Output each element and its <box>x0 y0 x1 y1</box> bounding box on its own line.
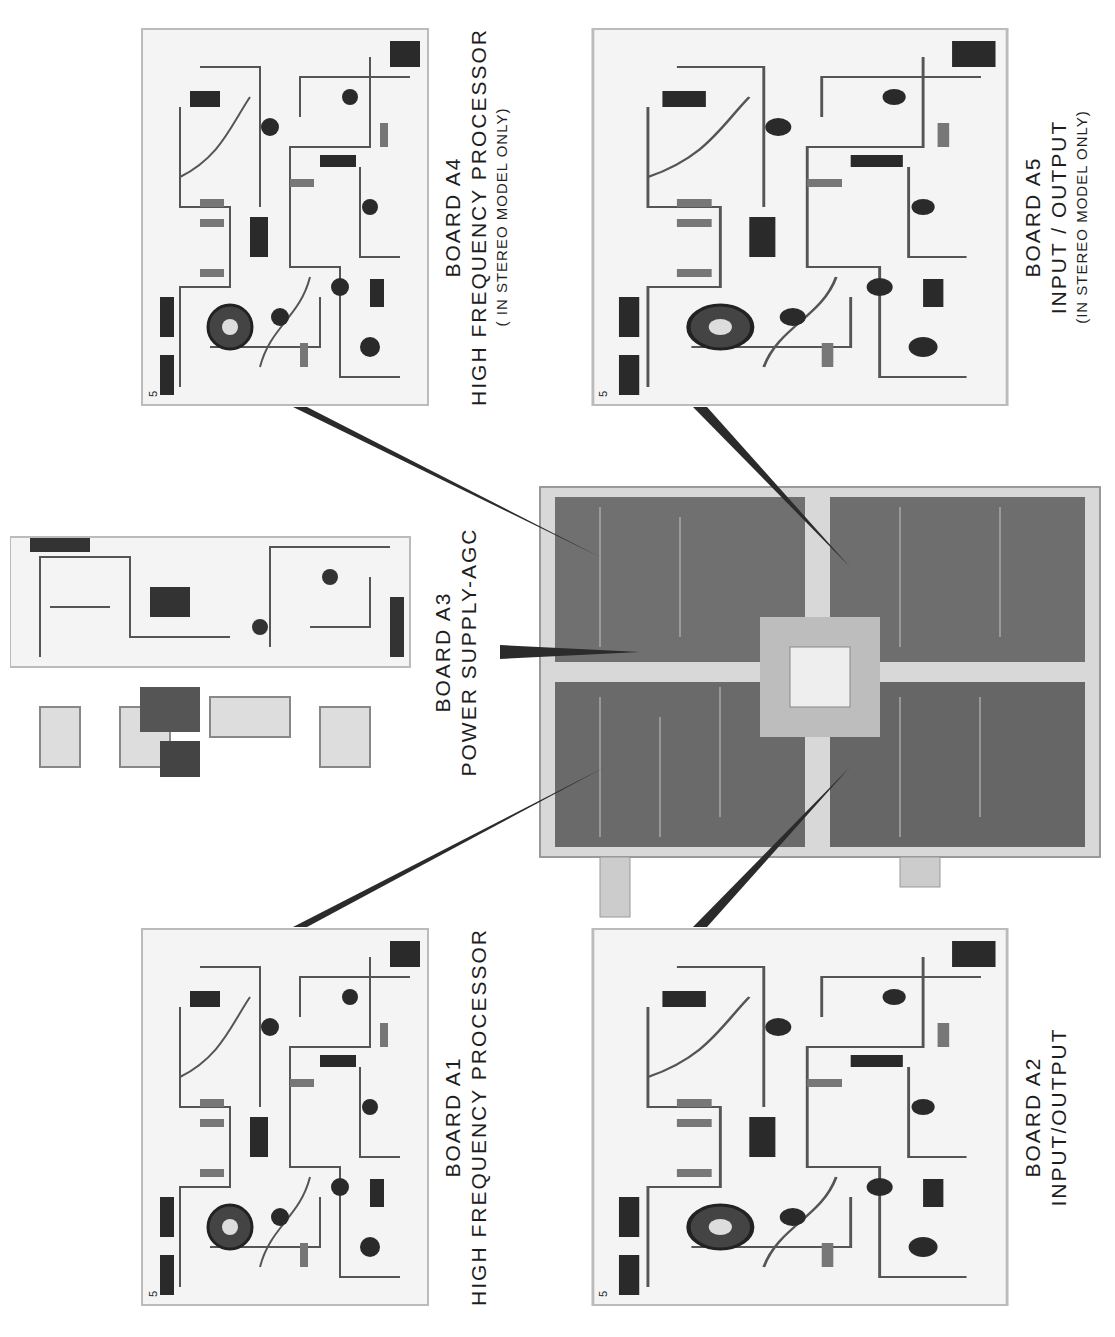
board-mark: 5 <box>598 1291 609 1297</box>
board-function: INPUT/OUTPUT <box>1046 907 1072 1327</box>
board-function: HIGH FREQUENCY PROCESSOR <box>466 17 492 417</box>
board-function: (IN STEREO MODEL ONLY) <box>1073 17 1092 417</box>
board-name: BOARD A1 <box>440 907 466 1327</box>
board-mark: 5 <box>148 1291 159 1297</box>
board-name: BOARD A4 <box>440 17 466 417</box>
board-panel: BOARD A5INPUT / OUTPUT(IN STEREO MODEL O… <box>590 17 1091 417</box>
board-name: BOARD A3 <box>430 472 456 832</box>
board-function: ( IN STEREO MODEL ONLY) <box>493 17 512 417</box>
board-function: HIGH FREQUENCY PROCESSOR <box>466 907 492 1327</box>
board-function: POWER SUPPLY-AGC <box>456 472 482 832</box>
board-panel: BOARD A3POWER SUPPLY-AGC <box>10 472 483 832</box>
board-panel: BOARD A2INPUT/OUTPUT <box>590 907 1073 1327</box>
board-name: BOARD A2 <box>1020 907 1046 1327</box>
board-mark: 5 <box>148 391 159 397</box>
board-function: INPUT / OUTPUT <box>1046 17 1072 417</box>
board-panel: BOARD A1HIGH FREQUENCY PROCESSOR <box>140 907 493 1327</box>
chassis-photo <box>540 487 1100 917</box>
board-name: BOARD A5 <box>1020 17 1046 417</box>
board-mark: 5 <box>598 391 609 397</box>
pointer-wedges <box>293 407 850 927</box>
board-panel: BOARD A4HIGH FREQUENCY PROCESSOR( IN STE… <box>140 17 511 417</box>
